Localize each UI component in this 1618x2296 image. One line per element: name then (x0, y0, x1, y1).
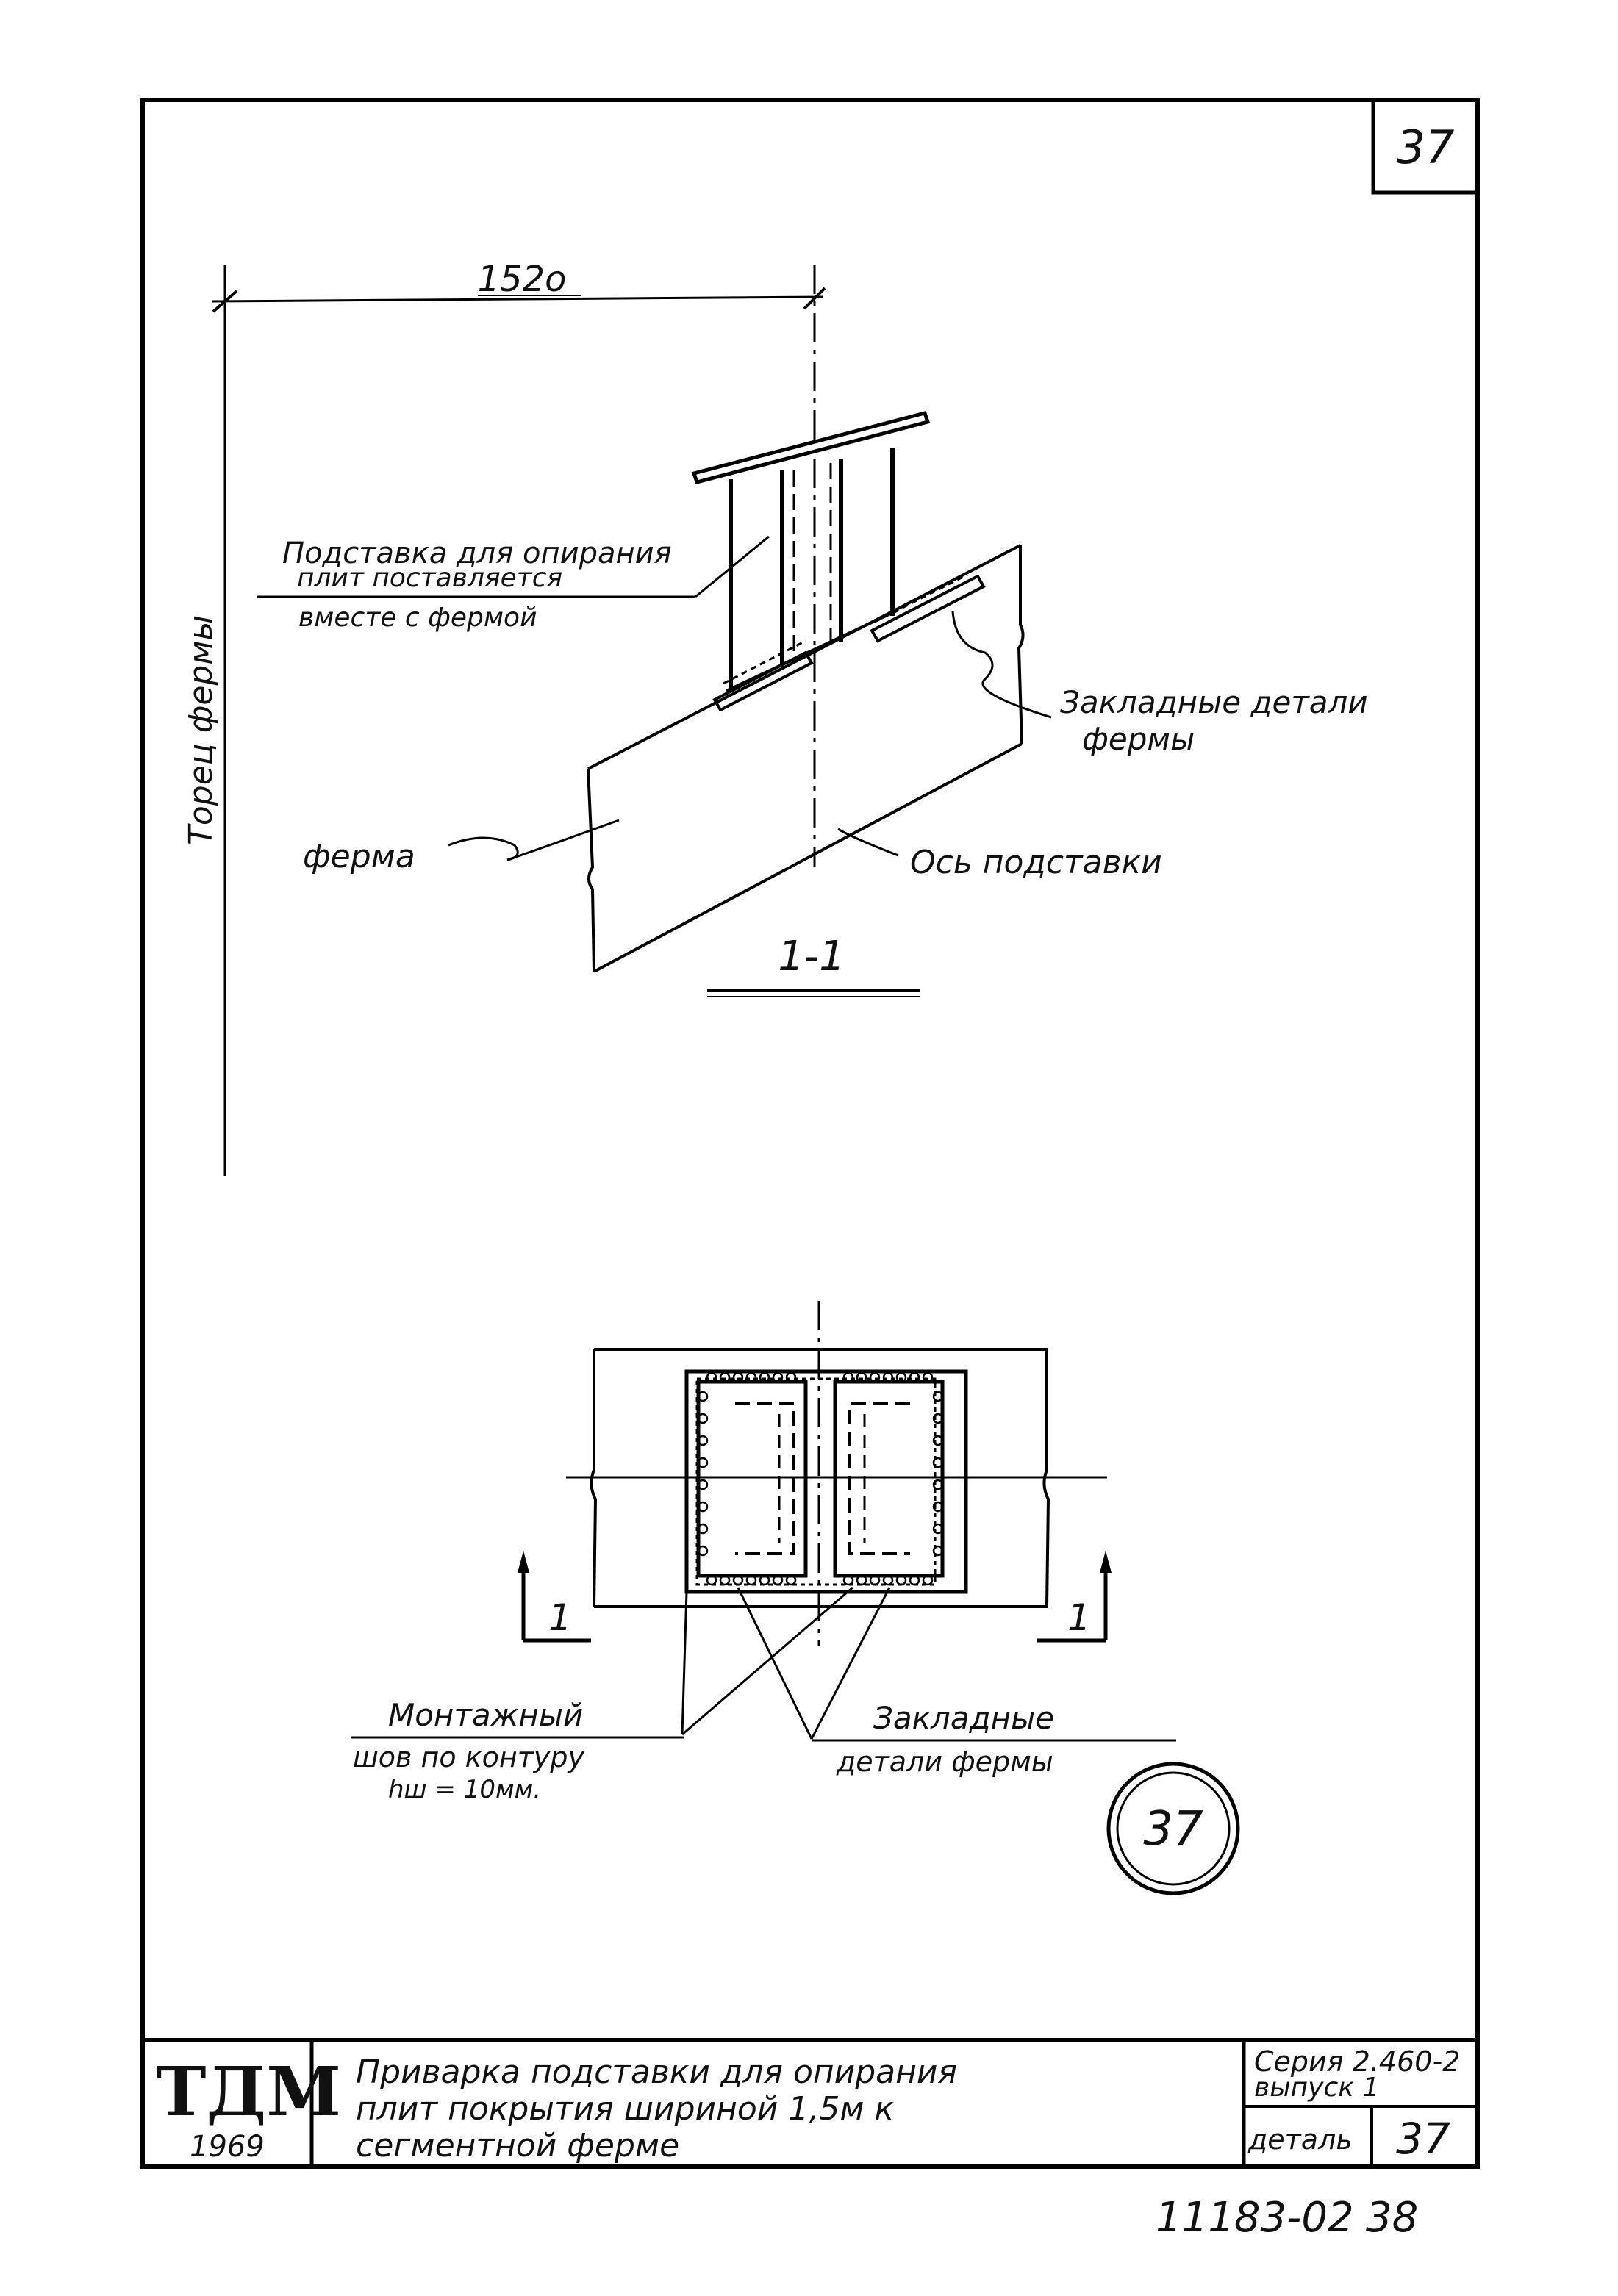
svg-text:1: 1 (1067, 1596, 1091, 1639)
weld-note-line1: Монтажный (388, 1697, 583, 1733)
truss-end-label: Торец фермы (182, 615, 220, 845)
channel-right (833, 1380, 945, 1578)
truss-left-break (590, 1349, 598, 1607)
axis-leader (837, 828, 899, 857)
sheet-number-box: 37 (1371, 98, 1480, 195)
axis-label: Ось подставки (910, 844, 1162, 881)
support-leader (695, 535, 770, 598)
plan-leaders (681, 1586, 891, 1740)
page-number: 38 (1366, 2194, 1418, 2242)
series-line2: выпуск 1 (1254, 2073, 1379, 2103)
weld-marks (723, 573, 968, 685)
plan-view: 1 1 Монтажный шов по контуру hш = 10мм. … (351, 1301, 1240, 1895)
org-logo: ТДМ (156, 2052, 341, 2131)
title-block: ТДМ 1969 Приварка подставки для опирания… (143, 2038, 1478, 2167)
weld-beads (697, 1371, 944, 1586)
support-plate (684, 1369, 968, 1594)
support-note-line1: Подставка для опирания (282, 537, 672, 570)
cut-mark-left: 1 (518, 1551, 591, 1643)
drawing-title-line1: Приварка подставки для опирания (356, 2053, 957, 2091)
truss-right-break (1042, 1349, 1050, 1607)
detail-label: деталь (1247, 2123, 1353, 2156)
section-title: 1-1 (778, 933, 845, 980)
weld-note-line3: hш = 10мм. (388, 1775, 541, 1804)
weld-contour (695, 1377, 937, 1586)
document-number: 11183-02 (1156, 2194, 1354, 2242)
cut-mark-right: 1 (1037, 1551, 1112, 1643)
drawing-year: 1969 (190, 2130, 265, 2164)
drawing-title-line2: плит покрытия шириной 1,5м к (356, 2090, 895, 2128)
svg-text:1: 1 (548, 1596, 572, 1639)
sheet-frame (140, 98, 1480, 2169)
detail-circle-marker: 37 (1106, 1762, 1240, 1895)
truss-label: ферма (303, 838, 415, 875)
support-post (691, 410, 931, 692)
channel-left (696, 1380, 808, 1578)
drawing-title-line3: сегментной ферме (356, 2127, 679, 2164)
sheet-number: 37 (1397, 121, 1455, 174)
plan-embedded-note-line1: Закладные (873, 1700, 1054, 1736)
svg-text:37: 37 (1143, 1802, 1203, 1856)
dimension-label: 152о (478, 259, 567, 300)
support-note-line3: вместе с фермой (298, 603, 537, 633)
series-line1: Серия 2.460-2 (1254, 2045, 1460, 2078)
truss-body (587, 544, 1025, 973)
detail-number: 37 (1396, 2114, 1450, 2164)
plan-embedded-note-line2: детали фермы (836, 1746, 1053, 1778)
section-view: 152о Торец фермы (182, 259, 1368, 1176)
embedded-note-line2: фермы (1082, 721, 1195, 757)
support-note-line2: плит поставляется (297, 563, 562, 593)
dimension-line (211, 295, 824, 303)
embedded-plates (712, 574, 986, 712)
weld-note-line2: шов по контуру (353, 1741, 584, 1773)
dimension-tick-right (803, 287, 826, 310)
embedded-leader (951, 611, 1052, 719)
embedded-note-line1: Закладные детали (1060, 684, 1368, 720)
truss-leader (448, 819, 620, 861)
